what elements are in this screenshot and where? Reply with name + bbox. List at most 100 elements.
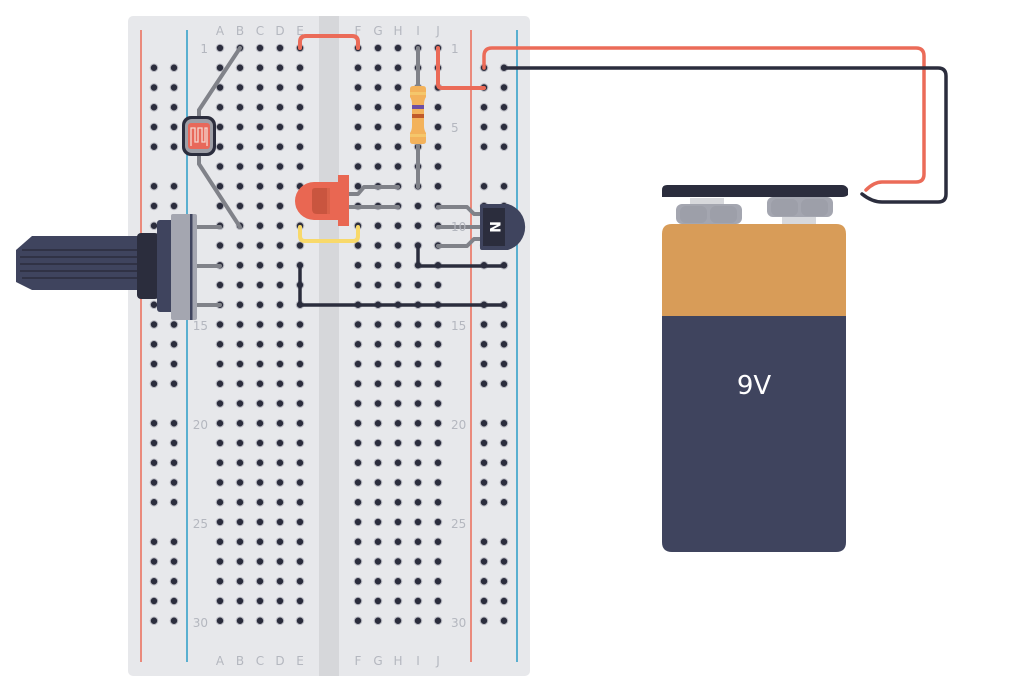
rail-hole[interactable]	[150, 183, 158, 190]
rail-hole[interactable]	[170, 360, 178, 368]
rail-hole[interactable]	[500, 123, 508, 131]
breadboard-hole[interactable]	[374, 597, 382, 605]
rail-hole[interactable]	[170, 64, 178, 71]
breadboard-hole[interactable]	[354, 578, 362, 585]
breadboard-hole[interactable]	[374, 380, 382, 387]
breadboard-hole[interactable]	[236, 420, 244, 427]
rail-hole[interactable]	[170, 321, 178, 328]
rail-hole[interactable]	[150, 104, 158, 111]
rail-hole[interactable]	[500, 459, 508, 466]
breadboard-hole[interactable]	[414, 499, 422, 506]
breadboard-hole[interactable]	[434, 578, 442, 585]
breadboard-hole[interactable]	[354, 400, 362, 407]
rail-hole[interactable]	[500, 321, 508, 328]
breadboard-hole[interactable]	[394, 499, 402, 506]
breadboard-hole[interactable]	[216, 439, 224, 447]
breadboard-hole[interactable]	[394, 341, 402, 348]
breadboard-hole[interactable]	[276, 538, 284, 545]
battery-snap-connector[interactable]	[662, 185, 848, 197]
breadboard-hole[interactable]	[216, 518, 224, 526]
breadboard-hole[interactable]	[394, 420, 402, 427]
breadboard-hole[interactable]	[434, 459, 442, 466]
breadboard-hole[interactable]	[256, 64, 264, 71]
breadboard-hole[interactable]	[276, 202, 284, 210]
breadboard-hole[interactable]	[354, 163, 362, 170]
breadboard-hole[interactable]	[236, 262, 244, 269]
breadboard-hole[interactable]	[296, 143, 304, 150]
breadboard-hole[interactable]	[276, 578, 284, 585]
breadboard-hole[interactable]	[276, 281, 284, 289]
breadboard-hole[interactable]	[296, 84, 304, 91]
breadboard-hole[interactable]	[354, 123, 362, 131]
breadboard-hole[interactable]	[296, 558, 304, 565]
rail-hole[interactable]	[150, 143, 158, 150]
rail-hole[interactable]	[170, 439, 178, 447]
rail-hole[interactable]	[170, 538, 178, 545]
rail-hole[interactable]	[150, 64, 158, 71]
rail-hole[interactable]	[500, 341, 508, 348]
red-rail-wire[interactable]	[436, 46, 486, 90]
rail-hole[interactable]	[170, 123, 178, 131]
breadboard-hole[interactable]	[216, 242, 224, 249]
breadboard-hole[interactable]	[236, 558, 244, 565]
breadboard-hole[interactable]	[276, 597, 284, 605]
breadboard-hole[interactable]	[374, 143, 382, 150]
breadboard-hole[interactable]	[216, 84, 224, 91]
rail-hole[interactable]	[480, 558, 488, 565]
breadboard-hole[interactable]	[216, 578, 224, 585]
breadboard-hole[interactable]	[354, 538, 362, 545]
breadboard-hole[interactable]	[434, 518, 442, 526]
rail-hole[interactable]	[170, 420, 178, 427]
breadboard-hole[interactable]	[296, 538, 304, 545]
breadboard-hole[interactable]	[414, 439, 422, 447]
breadboard-hole[interactable]	[394, 64, 402, 71]
breadboard-hole[interactable]	[256, 459, 264, 466]
breadboard-hole[interactable]	[216, 44, 224, 52]
rail-hole[interactable]	[150, 360, 158, 368]
breadboard-hole[interactable]	[256, 44, 264, 52]
breadboard-hole[interactable]	[216, 597, 224, 605]
breadboard-hole[interactable]	[374, 262, 382, 269]
breadboard-hole[interactable]	[434, 163, 442, 170]
breadboard-hole[interactable]	[354, 499, 362, 506]
breadboard-hole[interactable]	[256, 183, 264, 190]
rail-hole[interactable]	[170, 380, 178, 387]
breadboard-hole[interactable]	[296, 242, 304, 249]
breadboard-hole[interactable]	[434, 558, 442, 565]
breadboard-hole[interactable]	[276, 439, 284, 447]
breadboard-hole[interactable]	[256, 479, 264, 486]
breadboard-hole[interactable]	[276, 341, 284, 348]
red-jumper-wire[interactable]	[298, 34, 360, 50]
breadboard-hole[interactable]	[374, 479, 382, 486]
rail-hole[interactable]	[480, 538, 488, 545]
rail-hole[interactable]	[150, 479, 158, 486]
breadboard-hole[interactable]	[256, 242, 264, 249]
breadboard-hole[interactable]	[434, 597, 442, 605]
breadboard-hole[interactable]	[394, 143, 402, 150]
breadboard-hole[interactable]	[434, 341, 442, 348]
breadboard-hole[interactable]	[394, 479, 402, 486]
breadboard-hole[interactable]	[216, 360, 224, 368]
rail-hole[interactable]	[150, 202, 158, 210]
breadboard-hole[interactable]	[354, 143, 362, 150]
rail-hole[interactable]	[170, 341, 178, 348]
battery-9v[interactable]: 9V	[662, 185, 848, 552]
breadboard-hole[interactable]	[256, 281, 264, 289]
breadboard-hole[interactable]	[256, 499, 264, 506]
breadboard-hole[interactable]	[236, 400, 244, 407]
breadboard-hole[interactable]	[256, 262, 264, 269]
rail-hole[interactable]	[150, 321, 158, 328]
breadboard-hole[interactable]	[216, 281, 224, 289]
breadboard-hole[interactable]	[374, 222, 382, 229]
breadboard-hole[interactable]	[374, 360, 382, 368]
breadboard-hole[interactable]	[236, 380, 244, 387]
breadboard-hole[interactable]	[236, 202, 244, 210]
breadboard-hole[interactable]	[236, 617, 244, 624]
breadboard-hole[interactable]	[296, 64, 304, 71]
breadboard-hole[interactable]	[256, 538, 264, 545]
breadboard-hole[interactable]	[236, 301, 244, 308]
breadboard-hole[interactable]	[374, 499, 382, 506]
breadboard-hole[interactable]	[296, 597, 304, 605]
breadboard-hole[interactable]	[434, 617, 442, 624]
breadboard-hole[interactable]	[216, 341, 224, 348]
